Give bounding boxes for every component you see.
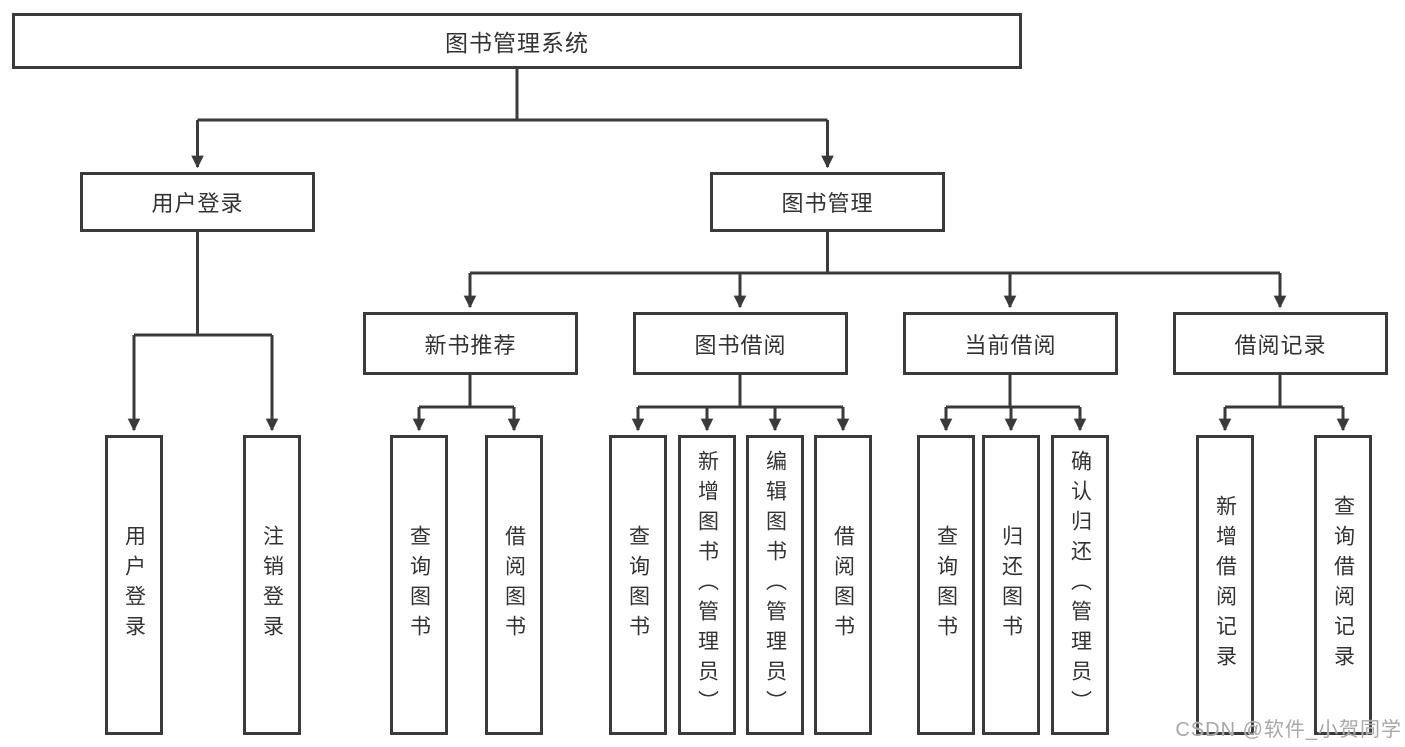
node-label: 图书管理 [781, 191, 874, 216]
node-label: 图书管理系统 [445, 30, 589, 56]
leaf-edit-books-admin: 编辑图书（管理员） [746, 435, 804, 735]
leaf-add-borrow-record: 新增借阅记录 [1196, 435, 1254, 735]
leaf-query-books: 查询图书 [390, 435, 448, 735]
node-label: 新书推荐 [424, 332, 517, 358]
node-new-book-recommend: 新书推荐 [363, 312, 578, 375]
leaf-label: 查询图书 [407, 525, 431, 645]
leaf-label: 借阅图书 [831, 525, 855, 645]
leaf-query-books: 查询图书 [609, 435, 667, 735]
node-current-borrow: 当前借阅 [903, 312, 1118, 375]
leaf-label: 确认归还（管理员） [1068, 450, 1092, 720]
leaf-label: 注销登录 [260, 525, 284, 645]
leaf-borrow-books: 借阅图书 [485, 435, 543, 735]
leaf-add-books-admin: 新增图书（管理员） [678, 435, 736, 735]
leaf-label: 查询图书 [934, 525, 958, 645]
leaf-label: 查询图书 [626, 525, 650, 645]
leaf-label: 查询借阅记录 [1331, 495, 1355, 675]
node-book-management: 图书管理 [710, 172, 945, 232]
leaf-label: 借阅图书 [502, 525, 526, 645]
leaf-borrow-books: 借阅图书 [814, 435, 872, 735]
leaf-query-borrow-record: 查询借阅记录 [1314, 435, 1372, 735]
leaf-return-books: 归还图书 [982, 435, 1040, 735]
node-borrow-records: 借阅记录 [1173, 312, 1388, 375]
leaf-query-books: 查询图书 [917, 435, 975, 735]
node-label: 用户登录 [151, 191, 244, 216]
node-book-borrow: 图书借阅 [633, 312, 848, 375]
leaf-user-login: 用户登录 [105, 435, 163, 735]
node-label: 图书借阅 [694, 332, 787, 358]
leaf-label: 新增借阅记录 [1213, 495, 1237, 675]
node-user-login: 用户登录 [80, 172, 315, 232]
leaf-label: 归还图书 [999, 525, 1023, 645]
leaf-confirm-return-admin: 确认归还（管理员） [1051, 435, 1109, 735]
leaf-label: 新增图书（管理员） [695, 450, 719, 720]
leaf-label: 用户登录 [122, 525, 146, 645]
node-label: 借阅记录 [1234, 332, 1327, 358]
leaf-logout: 注销登录 [243, 435, 301, 735]
leaf-label: 编辑图书（管理员） [763, 450, 787, 720]
node-label: 当前借阅 [964, 332, 1057, 358]
node-library-management-system: 图书管理系统 [12, 13, 1022, 69]
csdn-watermark: CSDN @软件_小贺同学 [1175, 719, 1402, 741]
